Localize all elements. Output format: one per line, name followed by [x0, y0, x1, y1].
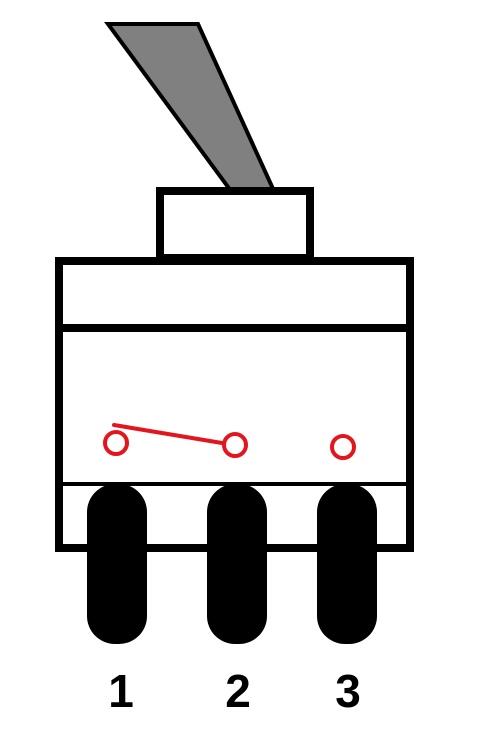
contact-2 — [222, 432, 248, 458]
toggle-lever[interactable] — [104, 22, 278, 193]
pin-label-2: 2 — [225, 665, 251, 717]
pin-label-1: 1 — [108, 665, 134, 717]
terminal-2 — [207, 484, 267, 644]
terminal-1 — [87, 484, 147, 644]
pin-label-3: 3 — [335, 665, 361, 717]
switch-bushing — [156, 187, 314, 262]
terminal-3 — [317, 484, 377, 644]
contact-arm — [112, 423, 230, 446]
contact-3 — [330, 434, 356, 460]
contact-1 — [103, 430, 129, 456]
